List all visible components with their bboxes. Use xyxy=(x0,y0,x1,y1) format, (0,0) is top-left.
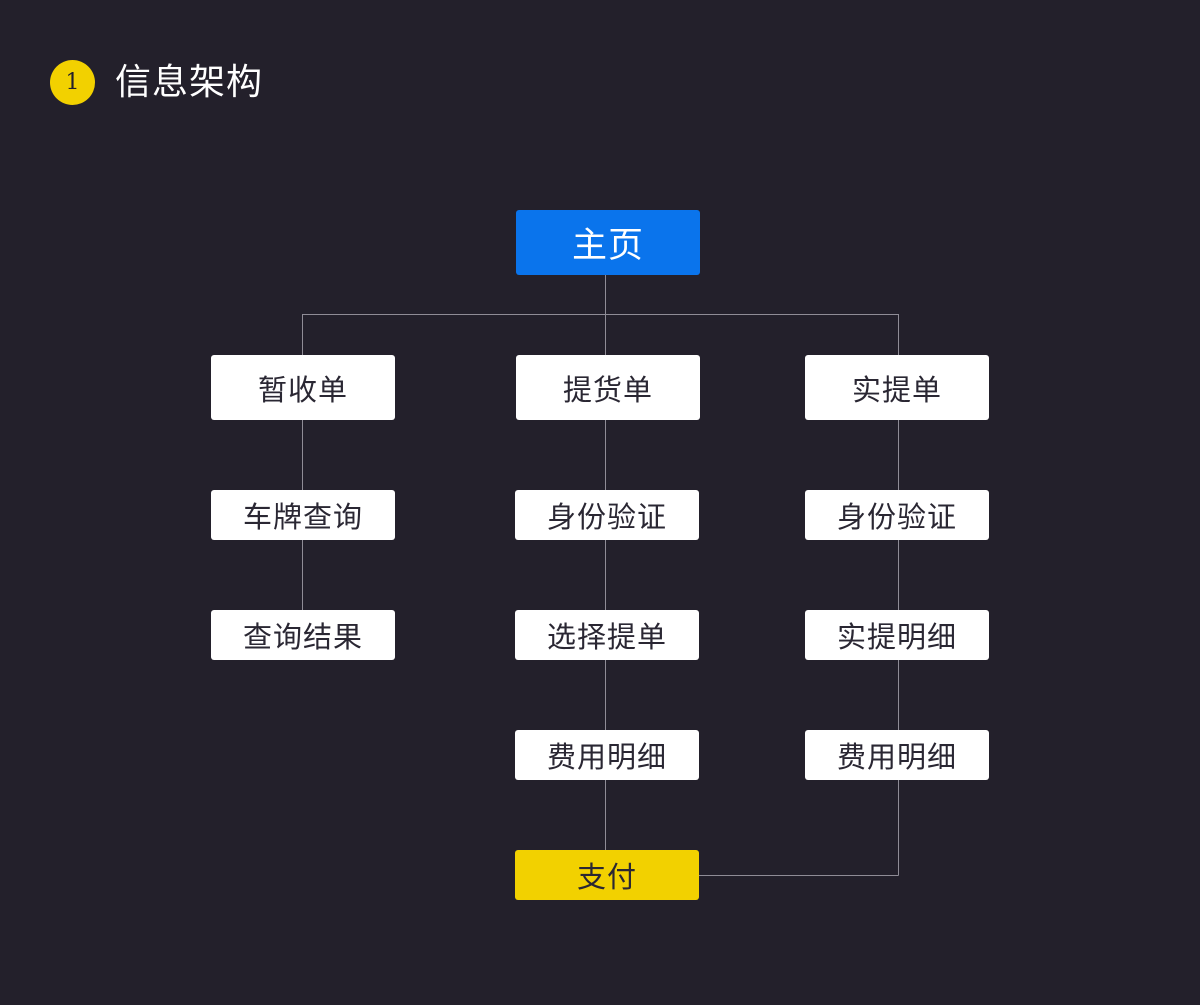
node-payment: 支付 xyxy=(515,850,699,900)
node-actual-pickup: 实提单 xyxy=(805,355,989,420)
node-plate-query: 车牌查询 xyxy=(211,490,395,540)
page-title: 信息架构 xyxy=(115,62,264,103)
node-temporary-receipt: 暂收单 xyxy=(211,355,395,420)
node-pickup-order: 提货单 xyxy=(516,355,700,420)
section-header: 1 信息架构 xyxy=(50,60,263,105)
node-fee-details-middle: 费用明细 xyxy=(515,730,699,780)
node-query-result: 查询结果 xyxy=(211,610,395,660)
node-select-bill: 选择提单 xyxy=(515,610,699,660)
step-number-badge: 1 xyxy=(50,60,95,105)
node-fee-details-right: 费用明细 xyxy=(805,730,989,780)
node-home: 主页 xyxy=(516,210,700,275)
node-actual-pickup-details: 实提明细 xyxy=(805,610,989,660)
node-identity-verify-middle: 身份验证 xyxy=(515,490,699,540)
node-identity-verify-right: 身份验证 xyxy=(805,490,989,540)
